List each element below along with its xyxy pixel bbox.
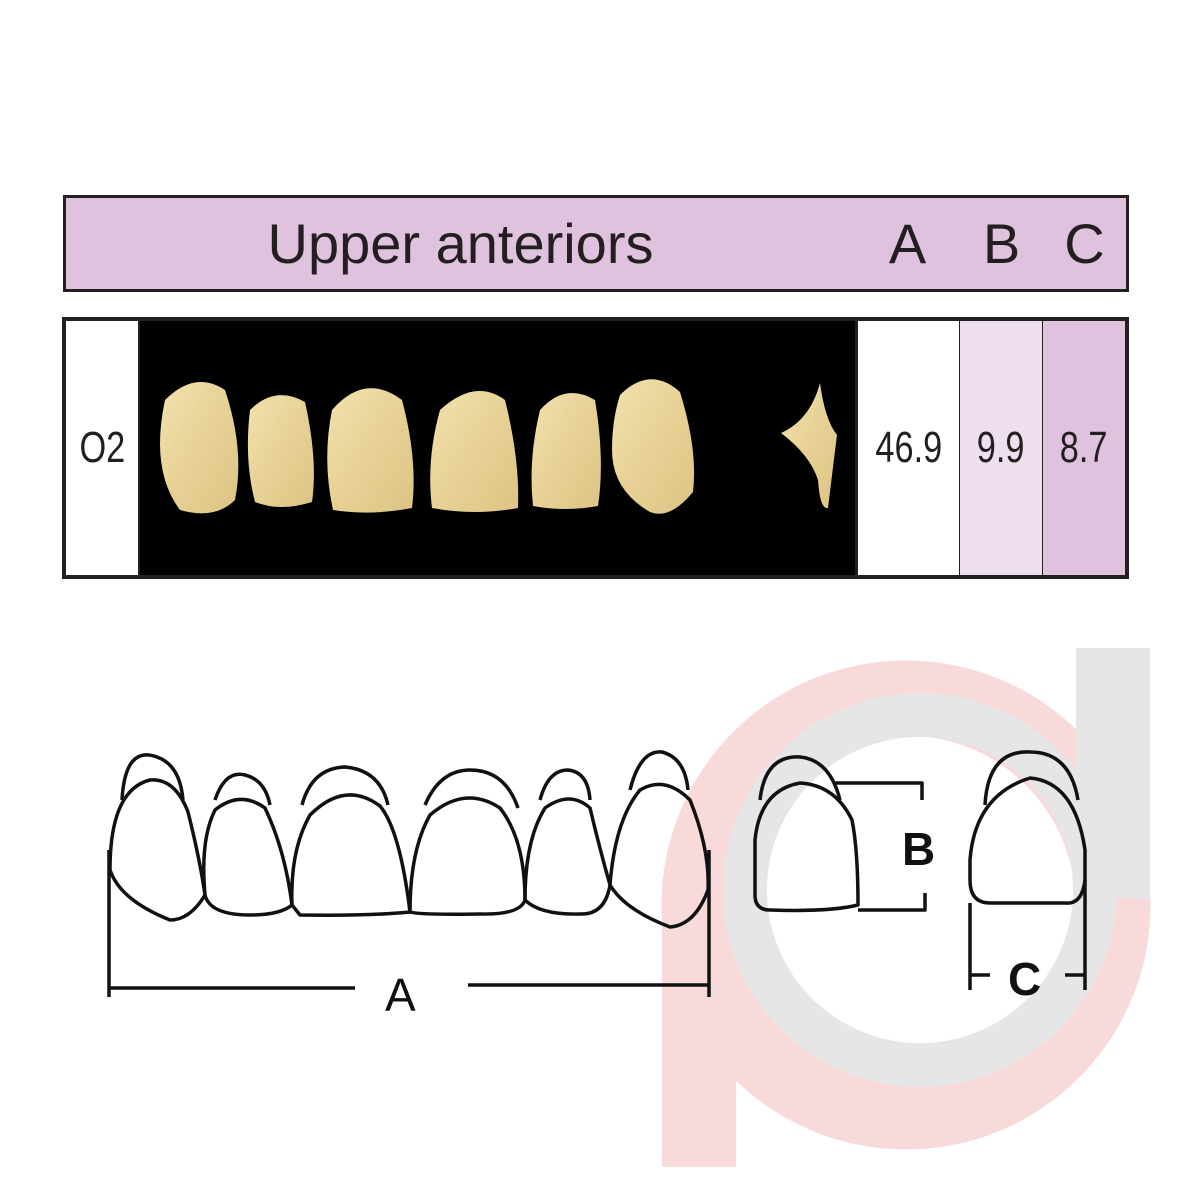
profile-tooth-outline [968, 750, 1087, 905]
value-a-cell: 46.9 [855, 317, 962, 579]
dimension-a-line [107, 850, 711, 997]
header-col-c-label: C [1064, 212, 1105, 275]
header-col-b: B [960, 195, 1046, 292]
header-title-cell: Upper anteriors [63, 195, 858, 292]
value-c: 8.7 [1060, 423, 1108, 472]
dimension-a-label: A [385, 969, 416, 1021]
dimension-c-label: C [1008, 953, 1042, 1005]
dimension-c-line [968, 880, 1087, 990]
value-b-cell: 9.9 [960, 317, 1045, 579]
dimension-b-line [835, 781, 927, 912]
dimension-b-label: B [902, 823, 936, 875]
header-col-c: C [1043, 195, 1129, 292]
value-a: 46.9 [875, 423, 942, 472]
front-teeth-outline [108, 750, 710, 929]
teeth-photo [140, 317, 858, 579]
header-col-b-label: B [982, 212, 1021, 275]
header-col-a-label: A [888, 212, 927, 275]
header-title: Upper anteriors [267, 212, 654, 275]
header-col-a: A [855, 195, 963, 292]
teeth-photo-image [160, 379, 837, 514]
value-c-cell: 8.7 [1043, 317, 1129, 579]
side-tooth-outline [753, 755, 860, 913]
mould-code: O2 [79, 423, 125, 472]
value-b: 9.9 [977, 423, 1025, 472]
mould-cell: O2 [62, 317, 142, 579]
